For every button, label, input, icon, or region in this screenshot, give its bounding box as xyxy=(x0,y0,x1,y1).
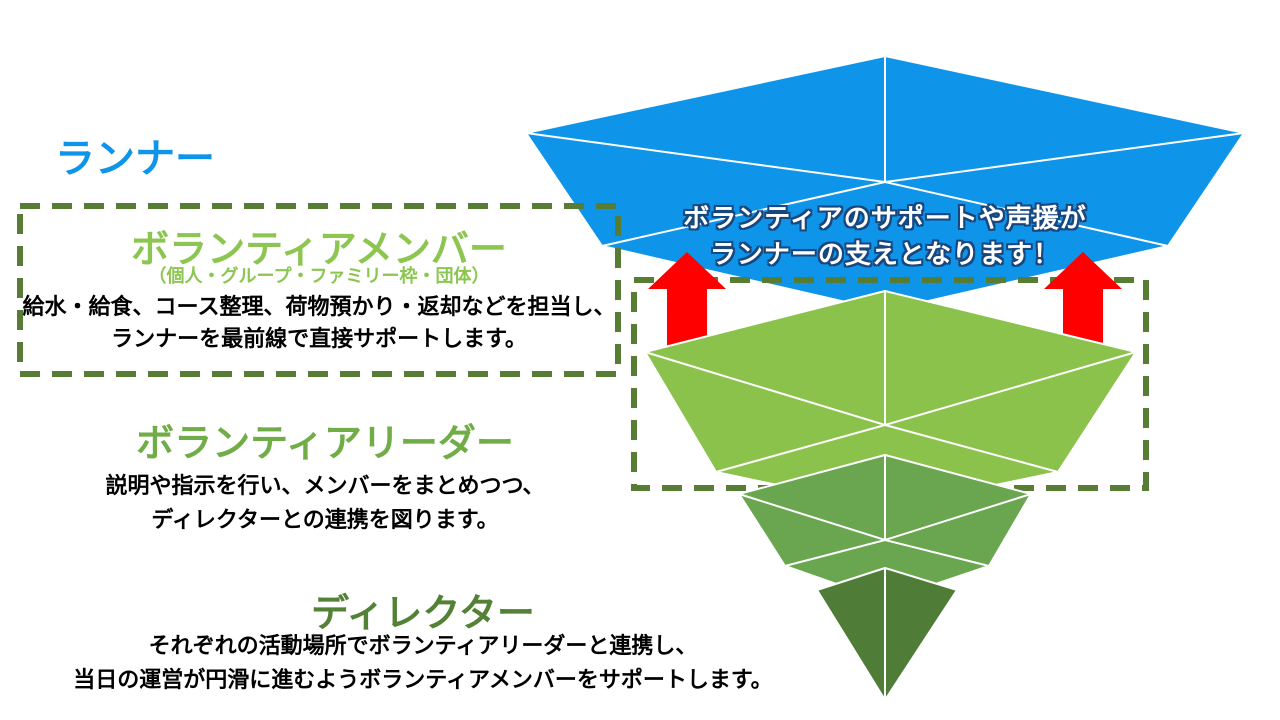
director-description-line2: 当日の運営が円滑に進むようボランティアメンバーをサポートします。 xyxy=(73,667,773,692)
runner-band-facet-lines xyxy=(525,55,1245,247)
director-description-line1: それぞれの活動場所でボランティアリーダーと連携し、 xyxy=(148,633,698,658)
member-subtitle: （個人・グループ・ファミリー枠・団体） xyxy=(148,266,490,286)
runner-label: ランナー xyxy=(55,137,215,181)
funnel-layer-members xyxy=(644,290,1137,509)
member-highlight-box xyxy=(17,203,621,377)
leader-band-facet-lines xyxy=(738,454,1032,567)
leader-description-line2: ディレクターとの連携を図ります。 xyxy=(151,507,499,532)
funnel-caption-line1: ボランティアのサポートや声援が xyxy=(683,203,1087,233)
member-description-line2: ランナーを最前線で直接サポートします。 xyxy=(111,326,527,351)
funnel-layer-directors xyxy=(816,567,958,701)
up-arrow-left-icon xyxy=(648,252,726,347)
member-band-facet-lines xyxy=(644,290,1137,473)
funnel-caption-line2: ランナーの支えとなります！ xyxy=(709,239,1061,269)
member-title: ボランティアメンバー xyxy=(131,229,507,271)
director-title: ディレクター xyxy=(311,593,535,635)
director-band-shape xyxy=(816,567,958,701)
funnel-layer-runners xyxy=(525,55,1245,312)
leader-description-line1: 説明や指示を行い、メンバーをまとめつつ、 xyxy=(105,473,545,498)
up-arrow-right-icon xyxy=(1044,252,1122,347)
leader-title: ボランティアリーダー xyxy=(136,423,514,465)
member-description-line1: 給水・給食、コース整理、荷物預かり・返却などを担当し、 xyxy=(22,294,616,319)
